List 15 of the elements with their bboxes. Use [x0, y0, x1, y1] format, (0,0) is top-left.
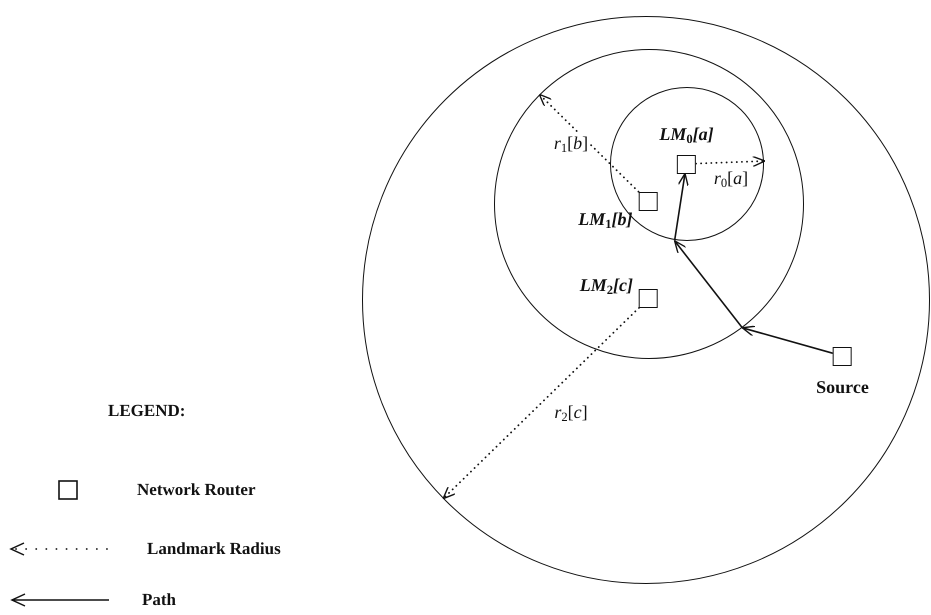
legend-text: Network Router [137, 480, 256, 500]
router-label: LM$_{0}$[a] [659, 122, 714, 144]
legend-title: LEGEND: [108, 401, 186, 421]
edge-label: r$_{1}$[b] [552, 133, 590, 153]
router-label: Source [816, 376, 869, 398]
dotted-arrow [538, 94, 640, 193]
router-label: LM$_{1}$[b] [578, 208, 632, 230]
arrow [674, 172, 689, 241]
dotted-arrow [442, 306, 640, 500]
dotted-arrow [695, 156, 766, 168]
arrow [742, 326, 834, 354]
router-label: LM$_{2}$[c] [580, 274, 633, 296]
legend-text: Path [142, 590, 176, 610]
legend-text: Landmark Radius [147, 539, 281, 559]
arrow [674, 240, 743, 328]
